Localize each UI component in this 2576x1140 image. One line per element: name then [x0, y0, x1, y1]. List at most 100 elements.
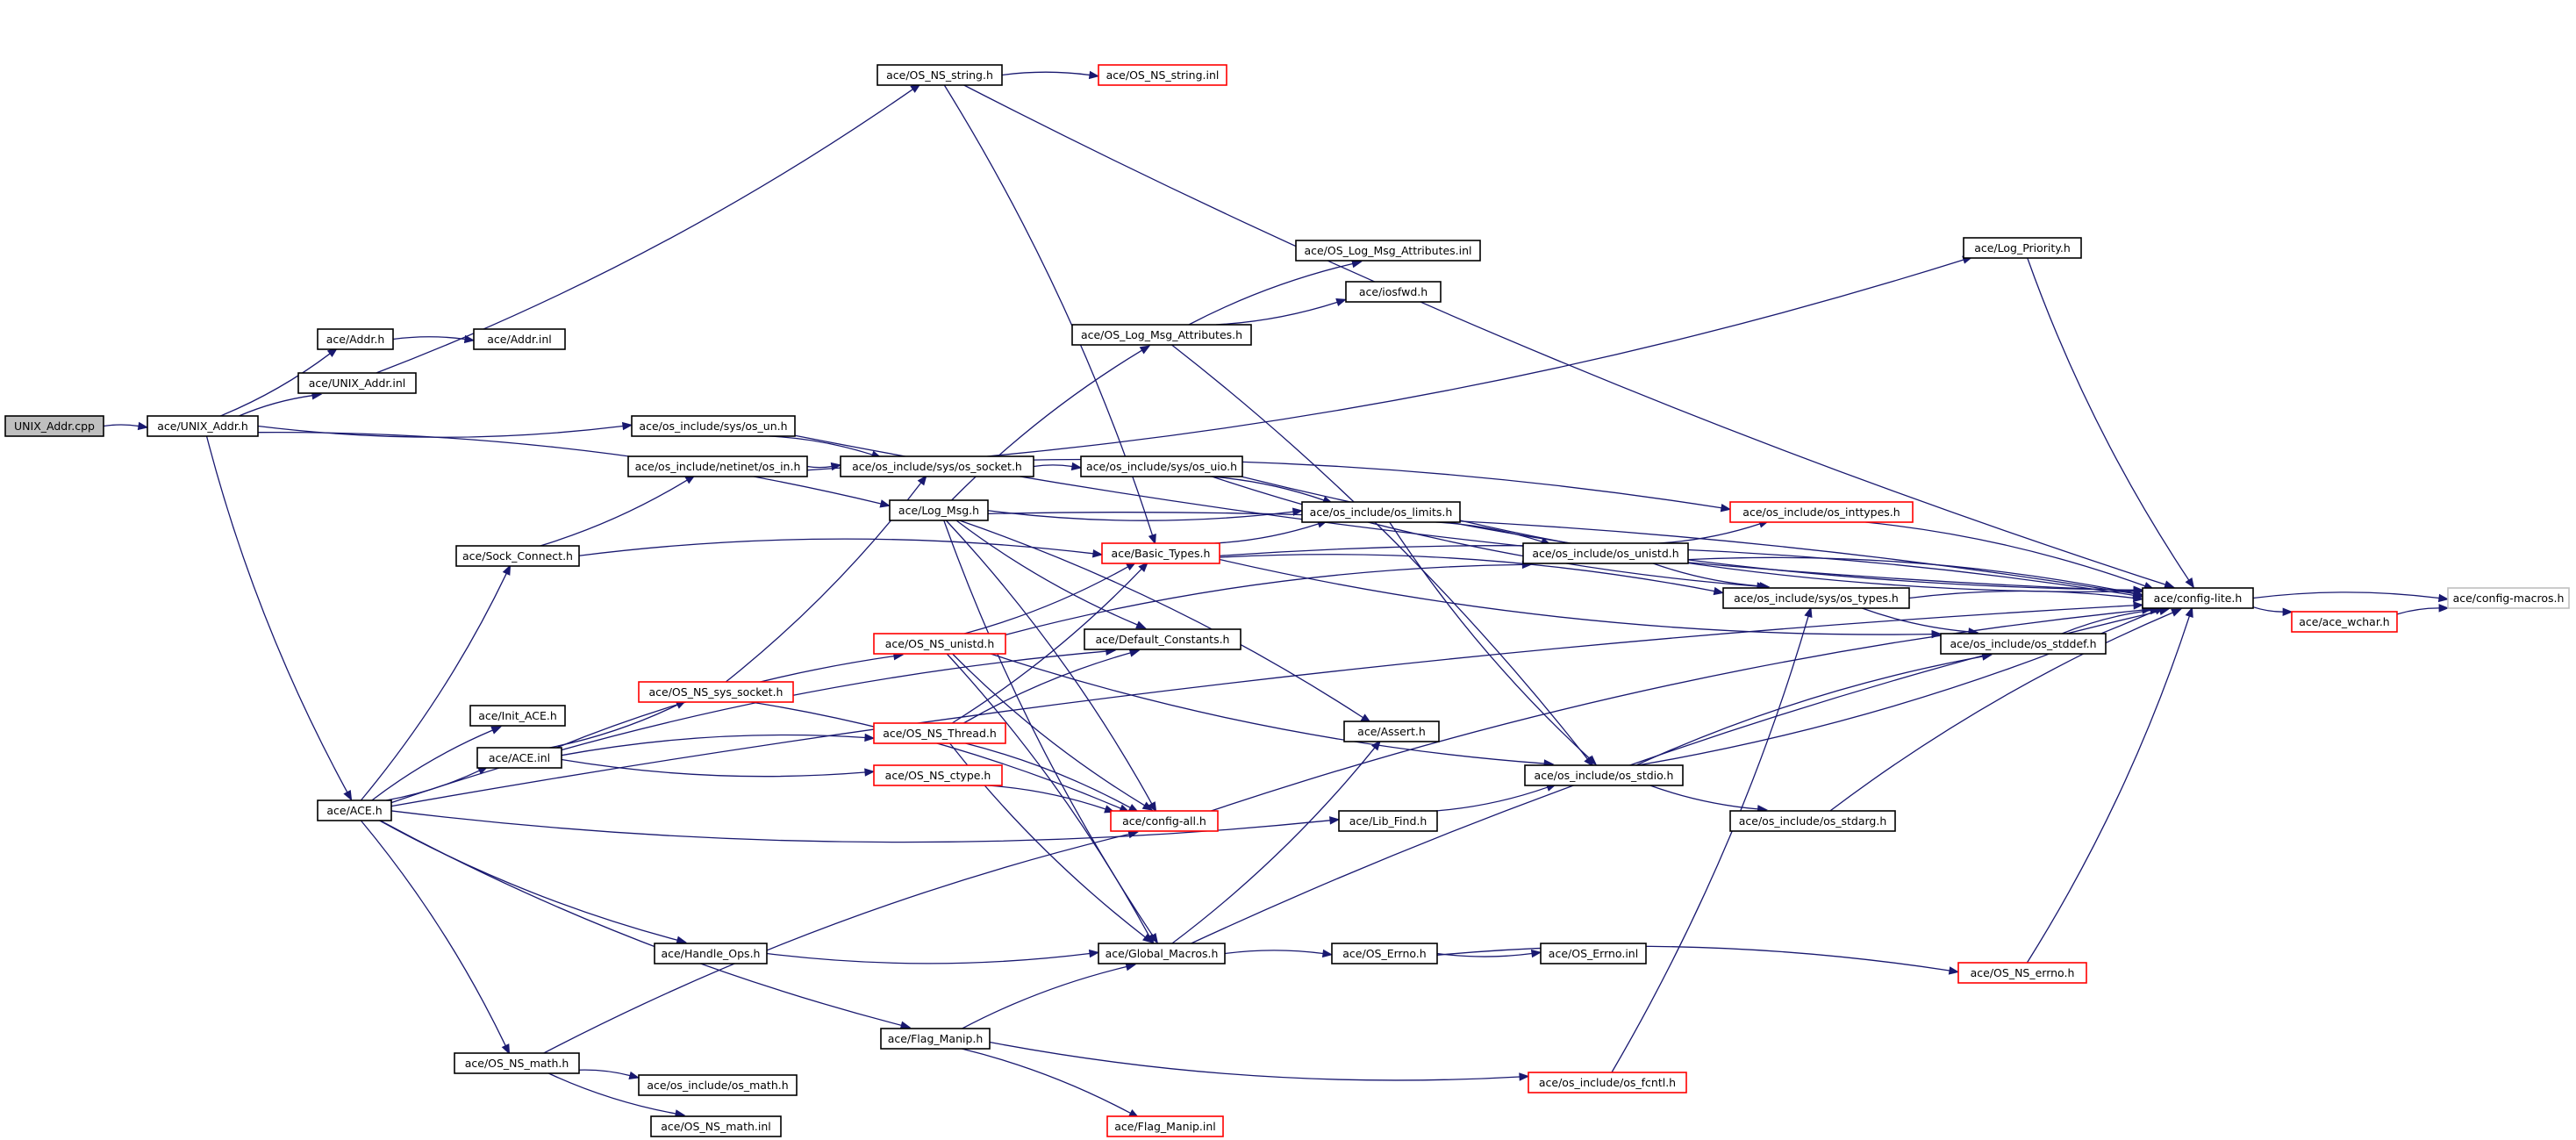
node-handle_ops_h[interactable]: ace/Handle_Ops.h: [654, 943, 768, 964]
node-box[interactable]: [1110, 810, 1219, 832]
node-box[interactable]: [631, 415, 796, 437]
node-box[interactable]: [317, 799, 392, 821]
node-log_priority_h[interactable]: ace/Log_Priority.h: [1963, 237, 2082, 259]
node-box[interactable]: [1098, 943, 1226, 964]
node-box[interactable]: [1101, 542, 1220, 564]
node-box[interactable]: [877, 64, 1003, 86]
node-box[interactable]: [147, 415, 259, 437]
node-flag_manip_inl[interactable]: ace/Flag_Manip.inl: [1106, 1115, 1224, 1137]
node-box[interactable]: [1338, 810, 1438, 832]
node-box[interactable]: [627, 455, 808, 477]
node-box[interactable]: [889, 499, 989, 521]
node-box[interactable]: [455, 545, 580, 567]
node-ace_wchar_h[interactable]: ace/ace_wchar.h: [2291, 611, 2398, 633]
node-os_inttypes_h[interactable]: ace/os_include/os_inttypes.h: [1729, 501, 1914, 523]
node-iosfwd_h[interactable]: ace/iosfwd.h: [1345, 281, 1442, 303]
node-unix_addr_inl[interactable]: ace/UNIX_Addr.inl: [297, 372, 417, 394]
node-default_constants_h[interactable]: ace/Default_Constants.h: [1084, 628, 1241, 650]
node-os_ns_thread_h[interactable]: ace/OS_NS_Thread.h: [873, 722, 1006, 744]
node-os_stdio_h[interactable]: ace/os_include/os_stdio.h: [1524, 764, 1684, 786]
node-box[interactable]: [873, 722, 1006, 744]
node-box[interactable]: [873, 764, 1003, 786]
node-os_ns_math_inl[interactable]: ace/OS_NS_math.inl: [650, 1115, 782, 1137]
node-os_socket_h[interactable]: ace/os_include/sys/os_socket.h: [840, 455, 1034, 477]
node-box[interactable]: [1080, 455, 1243, 477]
node-box[interactable]: [654, 943, 768, 964]
node-addr_inl[interactable]: ace/Addr.inl: [473, 328, 566, 350]
node-box[interactable]: [1729, 501, 1914, 523]
node-box[interactable]: [1522, 542, 1689, 564]
node-ace_inl[interactable]: ace/ACE.inl: [476, 747, 562, 769]
node-box[interactable]: [1524, 764, 1684, 786]
node-unix_addr_cpp[interactable]: UNIX_Addr.cpp: [4, 415, 104, 437]
node-sock_connect_h[interactable]: ace/Sock_Connect.h: [455, 545, 580, 567]
node-box[interactable]: [650, 1115, 782, 1137]
node-box[interactable]: [1963, 237, 2082, 259]
node-os_math_h[interactable]: ace/os_include/os_math.h: [638, 1074, 798, 1096]
node-box[interactable]: [840, 455, 1034, 477]
node-box[interactable]: [2142, 587, 2254, 609]
node-box[interactable]: [873, 633, 1006, 655]
node-config_all_h[interactable]: ace/config-all.h: [1110, 810, 1219, 832]
node-os_ns_unistd_h[interactable]: ace/OS_NS_unistd.h: [873, 633, 1006, 655]
node-os_stddef_h[interactable]: ace/os_include/os_stddef.h: [1940, 633, 2107, 655]
node-os_uio_h[interactable]: ace/os_include/sys/os_uio.h: [1080, 455, 1243, 477]
node-box[interactable]: [454, 1052, 580, 1074]
node-os_un_h[interactable]: ace/os_include/sys/os_un.h: [631, 415, 796, 437]
node-global_macros_h[interactable]: ace/Global_Macros.h: [1098, 943, 1226, 964]
node-assert_h[interactable]: ace/Assert.h: [1343, 721, 1440, 742]
node-box[interactable]: [1331, 943, 1438, 964]
node-init_ace_h[interactable]: ace/Init_ACE.h: [469, 705, 566, 727]
node-box[interactable]: [297, 372, 417, 394]
node-os_ns_sys_socket_h[interactable]: ace/OS_NS_sys_socket.h: [638, 681, 794, 703]
node-box[interactable]: [638, 681, 794, 703]
node-box[interactable]: [1729, 810, 1896, 832]
node-config_lite_h[interactable]: ace/config-lite.h: [2142, 587, 2254, 609]
node-box[interactable]: [1295, 240, 1481, 262]
node-log_msg_h[interactable]: ace/Log_Msg.h: [889, 499, 989, 521]
node-box[interactable]: [317, 328, 394, 350]
node-addr_h[interactable]: ace/Addr.h: [317, 328, 394, 350]
node-os_types_h[interactable]: ace/os_include/sys/os_types.h: [1722, 587, 1910, 609]
node-box[interactable]: [1957, 962, 2087, 984]
node-box[interactable]: [4, 415, 104, 437]
node-os_errno_h[interactable]: ace/OS_Errno.h: [1331, 943, 1438, 964]
node-unix_addr_h[interactable]: ace/UNIX_Addr.h: [147, 415, 259, 437]
node-os_ns_string_h[interactable]: ace/OS_NS_string.h: [877, 64, 1003, 86]
node-log_msg_attr_h[interactable]: ace/OS_Log_Msg_Attributes.h: [1071, 324, 1252, 346]
node-os_fcntl_h[interactable]: ace/os_include/os_fcntl.h: [1528, 1072, 1687, 1093]
node-os_errno_inl[interactable]: ace/OS_Errno.inl: [1540, 943, 1647, 964]
node-os_ns_errno_h[interactable]: ace/OS_NS_errno.h: [1957, 962, 2087, 984]
node-log_msg_attr_inl[interactable]: ace/OS_Log_Msg_Attributes.inl: [1295, 240, 1481, 262]
node-box[interactable]: [1528, 1072, 1687, 1093]
node-basic_types_h[interactable]: ace/Basic_Types.h: [1101, 542, 1220, 564]
node-box[interactable]: [1345, 281, 1442, 303]
node-box[interactable]: [1722, 587, 1910, 609]
node-config_macros_h[interactable]: ace/config-macros.h: [2447, 587, 2570, 609]
node-lib_find_h[interactable]: ace/Lib_Find.h: [1338, 810, 1438, 832]
node-box[interactable]: [2447, 587, 2570, 609]
node-box[interactable]: [2291, 611, 2398, 633]
node-os_stdarg_h[interactable]: ace/os_include/os_stdarg.h: [1729, 810, 1896, 832]
node-box[interactable]: [476, 747, 562, 769]
node-box[interactable]: [469, 705, 566, 727]
node-box[interactable]: [1098, 64, 1227, 86]
node-os_unistd_h[interactable]: ace/os_include/os_unistd.h: [1522, 542, 1689, 564]
node-os_ns_string_inl[interactable]: ace/OS_NS_string.inl: [1098, 64, 1227, 86]
node-box[interactable]: [880, 1028, 991, 1050]
node-os_limits_h[interactable]: ace/os_include/os_limits.h: [1301, 501, 1461, 523]
node-flag_manip_h[interactable]: ace/Flag_Manip.h: [880, 1028, 991, 1050]
node-box[interactable]: [1940, 633, 2107, 655]
node-os_ns_ctype_h[interactable]: ace/OS_NS_ctype.h: [873, 764, 1003, 786]
node-box[interactable]: [1071, 324, 1252, 346]
node-ace_h[interactable]: ace/ACE.h: [317, 799, 392, 821]
node-box[interactable]: [473, 328, 566, 350]
node-box[interactable]: [1343, 721, 1440, 742]
node-box[interactable]: [1084, 628, 1241, 650]
node-box[interactable]: [1540, 943, 1647, 964]
node-box[interactable]: [1106, 1115, 1224, 1137]
node-os_ns_math_h[interactable]: ace/OS_NS_math.h: [454, 1052, 580, 1074]
node-os_in_h[interactable]: ace/os_include/netinet/os_in.h: [627, 455, 808, 477]
node-box[interactable]: [638, 1074, 798, 1096]
node-box[interactable]: [1301, 501, 1461, 523]
